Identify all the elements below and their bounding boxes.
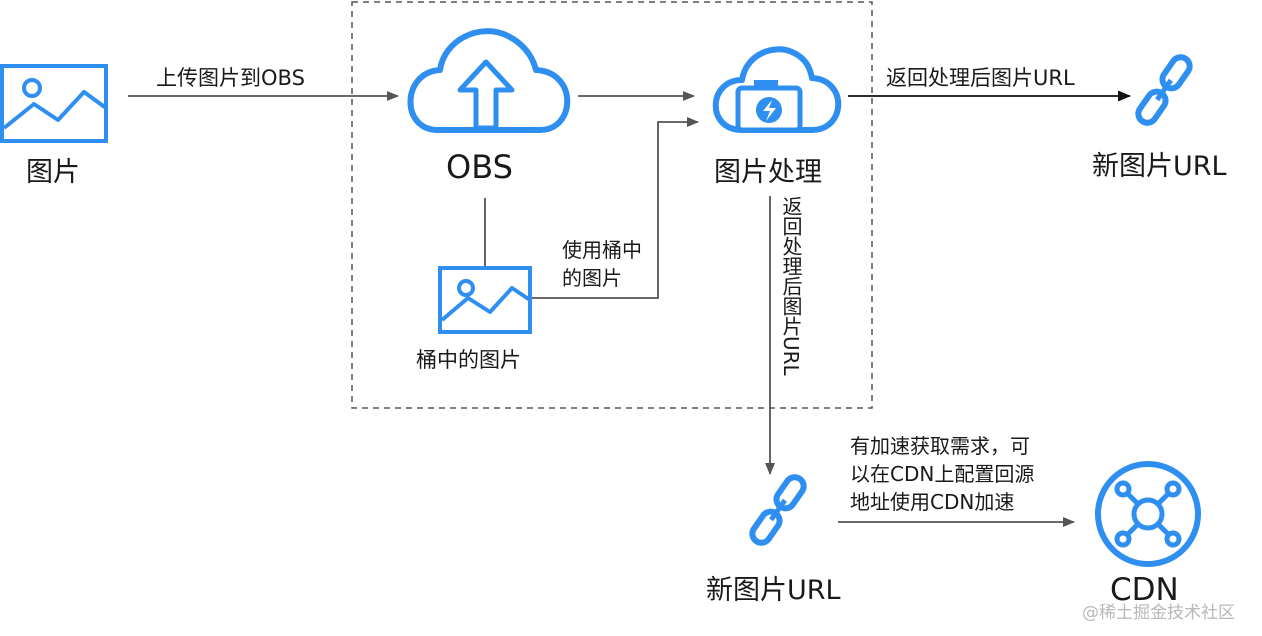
use-bucket-label-line1: 使用桶中: [562, 238, 642, 262]
cdn-label: CDN: [1110, 572, 1179, 608]
new-url-bottom-label: 新图片URL: [706, 575, 841, 606]
watermark: @稀土掘金技术社区: [1082, 603, 1235, 623]
image-icon: [0, 64, 108, 143]
bucket-image-label: 桶中的图片: [416, 348, 521, 372]
cdn-note-line2: 以在CDN上配置回源: [850, 462, 1035, 486]
return-url-label: 返回处理后图片URL: [886, 66, 1075, 90]
cdn-note-line3: 地址使用CDN加速: [850, 490, 1015, 514]
image-label: 图片: [26, 157, 80, 188]
cloud-upload-icon: [407, 28, 571, 133]
vertical-return-label: 返回处理后图片URL: [779, 196, 803, 376]
link-icon-top: [1135, 54, 1193, 126]
cdn-icon: [1095, 461, 1201, 567]
obs-label: OBS: [446, 148, 513, 186]
new-url-top-label: 新图片URL: [1092, 151, 1227, 182]
bucket-image-icon: [438, 266, 532, 334]
cdn-note-line1: 有加速获取需求，可: [850, 434, 1030, 458]
use-bucket-label-line2: 的图片: [562, 266, 622, 290]
bucket-to-processing-arrow: [532, 117, 699, 299]
image-processing-label: 图片处理: [714, 157, 822, 188]
link-icon-bottom: [749, 474, 807, 546]
upload-label: 上传图片到OBS: [156, 66, 305, 90]
cloud-camera-icon: [712, 46, 842, 133]
